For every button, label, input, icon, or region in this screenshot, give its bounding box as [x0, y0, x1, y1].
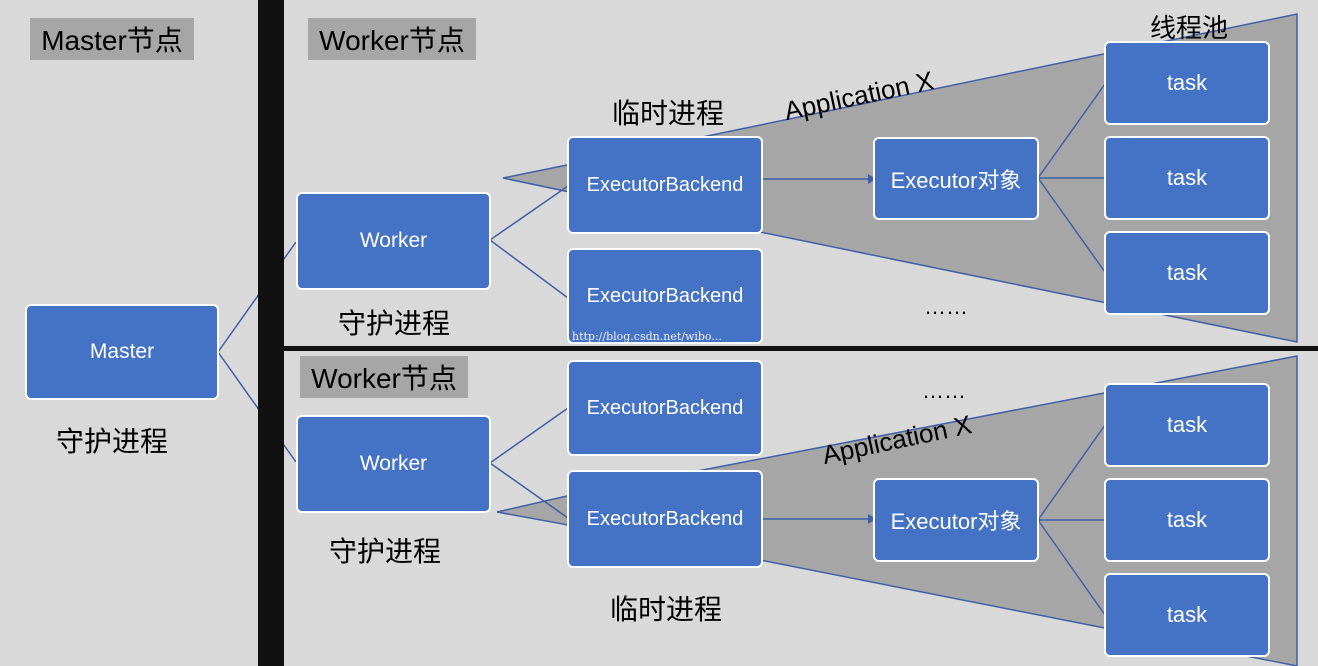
link-executor-task-top-3: [1037, 177, 1106, 273]
worker-top-task-2[interactable]: task: [1104, 136, 1270, 220]
worker-bottom-temp-process-label: 临时进程: [610, 594, 723, 625]
worker-bottom-executor-backend-2[interactable]: ExecutorBackend: [567, 470, 763, 568]
worker-top-executor-box[interactable]: Executor对象: [873, 137, 1039, 220]
link-worker-top-backend-1: [489, 185, 569, 241]
worker-top-task-1[interactable]: task: [1104, 41, 1270, 125]
thread-pool-label: 线程池: [1150, 13, 1229, 43]
worker-top-task-3[interactable]: task: [1104, 231, 1270, 315]
worker-bottom-executor-backend-1[interactable]: ExecutorBackend: [567, 360, 763, 456]
worker-bottom-task-2[interactable]: task: [1104, 478, 1270, 562]
worker-top-ellipsis: ……: [924, 294, 968, 319]
worker-top-temp-process-label: 临时进程: [612, 98, 725, 129]
arrowhead-top: [868, 174, 876, 184]
worker-top-executor-backend-1[interactable]: ExecutorBackend: [567, 136, 763, 234]
worker-top-executor-backend-2[interactable]: ExecutorBackend: [567, 248, 763, 344]
arrowhead-bottom: [868, 514, 876, 524]
worker-bottom-daemon-label: 守护进程: [329, 536, 442, 567]
link-worker-bottom-backend-1: [489, 407, 569, 464]
worker-bottom-task-3[interactable]: task: [1104, 573, 1270, 657]
link-executor-task-bottom-1: [1037, 424, 1106, 521]
worker-top-daemon-label: 守护进程: [338, 308, 451, 339]
worker-bottom-box[interactable]: Worker: [296, 415, 491, 513]
vertical-divider: [258, 0, 284, 666]
worker-bottom-executor-box[interactable]: Executor对象: [873, 478, 1039, 562]
link-master-worker-bottom: [217, 351, 297, 463]
link-worker-bottom-backend-2: [489, 462, 569, 519]
worker-top-node-tag: Worker节点: [308, 18, 476, 60]
horizontal-divider: [284, 346, 1318, 351]
link-executor-task-bottom-3: [1037, 519, 1106, 616]
worker-bottom-task-1[interactable]: task: [1104, 383, 1270, 467]
link-master-worker-top: [217, 241, 297, 353]
master-daemon-label: 守护进程: [56, 426, 169, 457]
master-node-tag: Master节点: [30, 18, 194, 60]
watermark: http://blog.csdn.net/wibo...: [572, 330, 722, 343]
master-box[interactable]: Master: [25, 304, 219, 400]
worker-top-box[interactable]: Worker: [296, 192, 491, 290]
link-worker-top-backend-2: [489, 239, 569, 299]
link-executor-task-top-1: [1037, 83, 1106, 179]
worker-bottom-node-tag: Worker节点: [300, 356, 468, 398]
worker-bottom-ellipsis: ……: [922, 378, 966, 403]
